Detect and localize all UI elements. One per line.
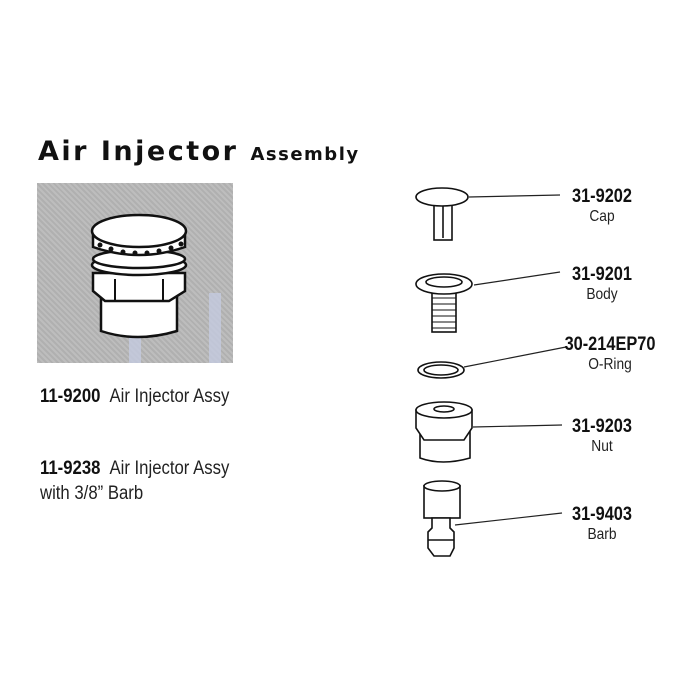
part-number: 31-9202 xyxy=(572,186,632,207)
part-label-body: 31-9201 Body xyxy=(568,264,637,305)
product-part-number: 11-9238 xyxy=(40,458,101,479)
part-name: Body xyxy=(586,286,618,303)
cap-icon xyxy=(415,187,469,207)
product-description: Air Injector Assy xyxy=(109,458,230,479)
air-injector-illustration xyxy=(90,213,221,363)
product-part-number: 11-9200 xyxy=(40,386,101,407)
part-name: Cap xyxy=(589,208,615,225)
part-number: 30-214EP70 xyxy=(564,334,656,355)
part-number: 31-9403 xyxy=(572,504,632,525)
part-label-barb: 31-9403 Barb xyxy=(568,504,637,545)
part-name: O-Ring xyxy=(588,356,632,373)
title-sub: Assembly xyxy=(250,144,360,165)
part-number: 31-9203 xyxy=(572,416,632,437)
diagram-title: Air Injector Assembly xyxy=(38,136,360,167)
product-description: Air Injector Assy xyxy=(109,386,230,407)
part-label-cap: 31-9202 Cap xyxy=(568,186,637,227)
part-number: 31-9201 xyxy=(572,264,632,285)
part-name: Barb xyxy=(587,526,617,543)
product-description-line2: with 3/8” Barb xyxy=(40,483,144,504)
assembled-injector-image xyxy=(37,183,233,363)
title-main: Air Injector xyxy=(38,136,239,167)
product-11-9200: 11-9200 Air Injector Assy xyxy=(40,386,229,408)
product-11-9238: 11-9238 Air Injector Assy xyxy=(40,458,229,480)
part-name: Nut xyxy=(591,438,613,455)
part-label-o-ring: 30-214EP70 O-Ring xyxy=(563,334,658,375)
product-11-9238-note: with 3/8” Barb xyxy=(40,483,143,505)
part-label-nut: 31-9203 Nut xyxy=(568,416,637,457)
